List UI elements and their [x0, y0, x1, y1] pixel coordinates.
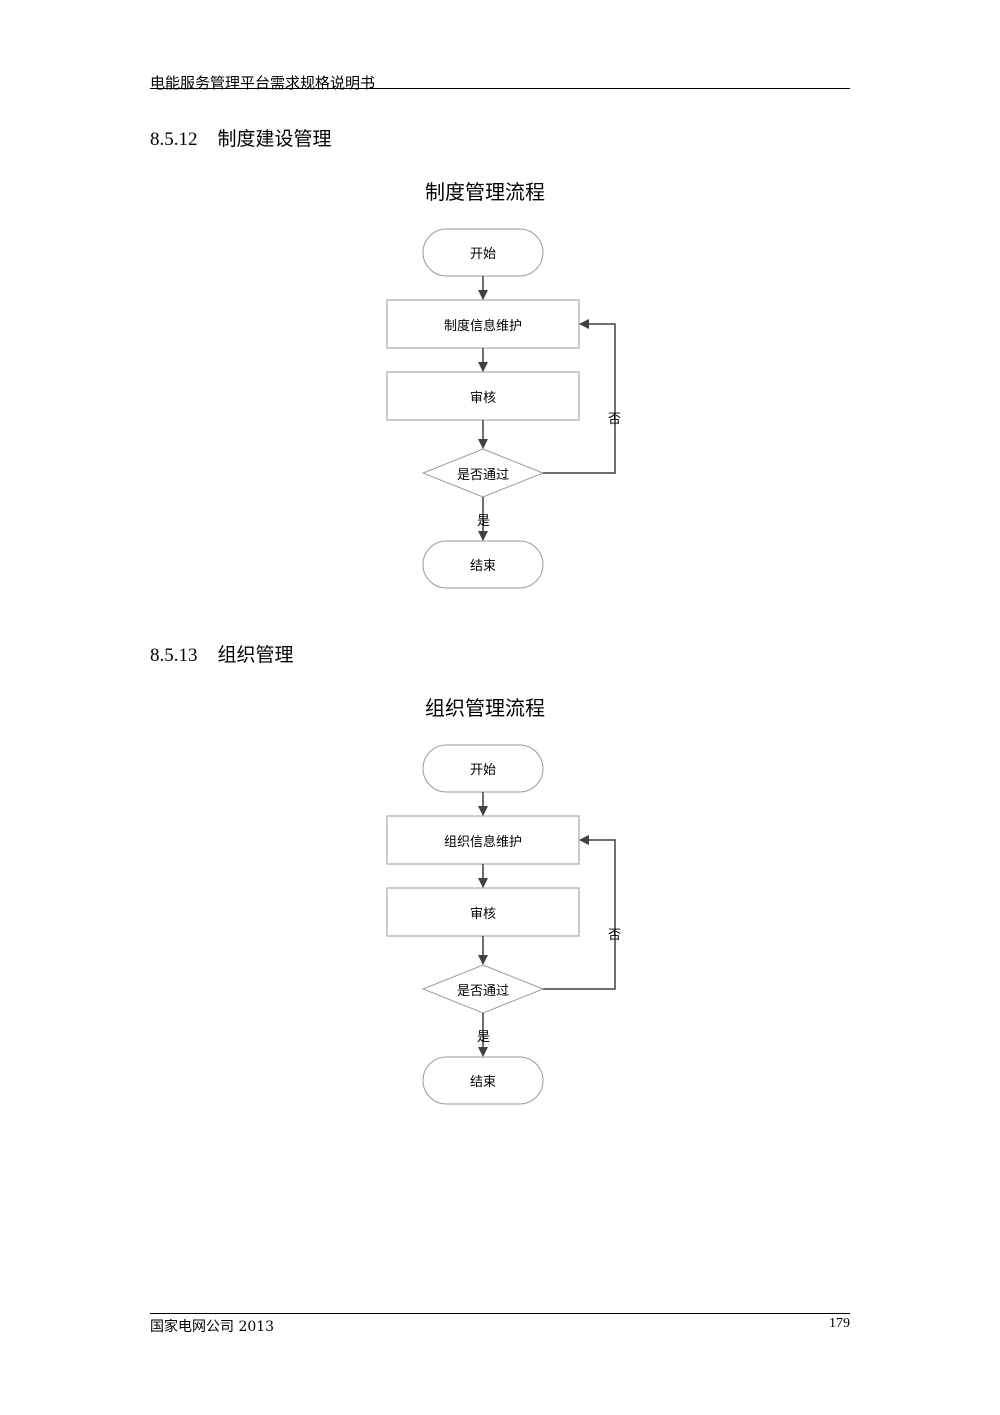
start-node-label: 开始 — [469, 247, 496, 262]
end-node-shape — [422, 1056, 544, 1105]
footer-rule — [150, 1313, 850, 1314]
edge-label-no: 否 — [608, 928, 622, 943]
review-node-shape — [386, 887, 580, 937]
end-node-label: 结束 — [469, 1075, 496, 1090]
flowchart-graphics — [386, 228, 616, 589]
decision-node-label: 是否通过 — [456, 467, 509, 483]
edge-decision-loop-back — [543, 319, 616, 474]
end-node-shape — [422, 540, 544, 589]
flowchart-graphics — [386, 744, 616, 1105]
section-number: 8.5.13 — [150, 645, 198, 666]
section-title: 组织管理 — [217, 644, 294, 666]
review-node-label: 审核 — [469, 390, 496, 406]
diagram-title: 组织管理流程 — [425, 696, 545, 720]
section-number: 8.5.12 — [150, 129, 198, 150]
flowchart: 开始 组织信息维护 审核 是否通过 结束 否 是 — [0, 516, 1000, 1116]
footer-company: 国家电网公司 2013 — [150, 1319, 275, 1335]
edge-label-yes: 是 — [477, 1030, 491, 1045]
diagram-title: 制度管理流程 — [425, 180, 545, 204]
start-node-label: 开始 — [469, 763, 496, 778]
review-node-label: 审核 — [469, 906, 496, 922]
process-node-label: 组织信息维护 — [443, 834, 522, 850]
section-heading: 8.5.13 组织管理 — [150, 640, 294, 667]
decision-node-label: 是否通过 — [456, 983, 509, 999]
header-rule — [150, 88, 850, 89]
end-node-label: 结束 — [469, 559, 496, 574]
edge-decision-loop-back — [543, 835, 616, 990]
review-node-shape — [386, 371, 580, 421]
edge-label-no: 否 — [608, 412, 622, 427]
edge-label-yes: 是 — [477, 514, 491, 529]
flowchart: 开始 制度信息维护 审核 是否通过 结束 否 是 — [0, 0, 1000, 600]
process-node-label: 制度信息维护 — [443, 318, 522, 334]
section-title: 制度建设管理 — [217, 128, 332, 150]
page-number: 179 — [829, 1316, 850, 1331]
process-node-shape — [386, 299, 580, 349]
document-header-title: 电能服务管理平台需求规格说明书 — [150, 74, 376, 92]
section-heading: 8.5.12 制度建设管理 — [150, 124, 332, 151]
